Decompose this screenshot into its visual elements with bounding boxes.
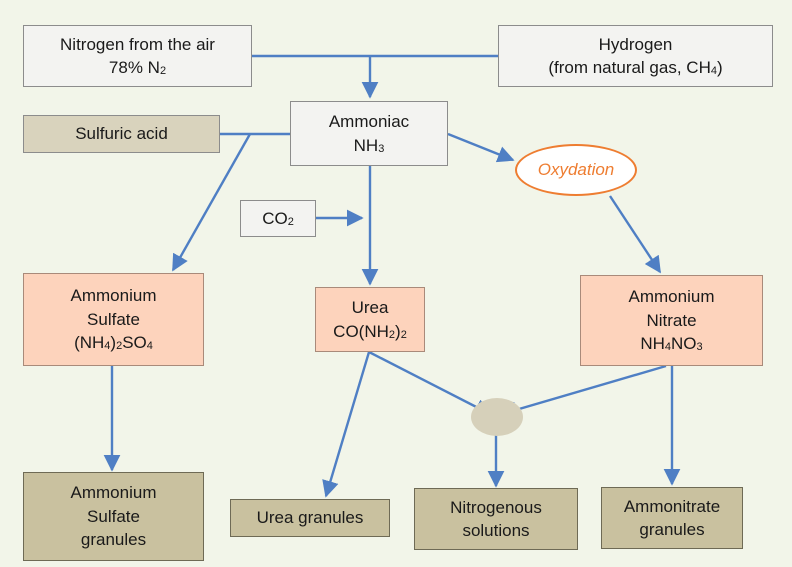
- ammonium-nitrate-line2: Nitrate: [646, 310, 697, 330]
- ammonium-sulfate-formula: (NH4)2SO4: [74, 333, 153, 353]
- ammonitrate-granules-line2: granules: [639, 520, 705, 539]
- nitrogenous-solutions-line1: Nitrogenous: [450, 497, 542, 517]
- ammoniac-label: Ammoniac: [328, 112, 410, 132]
- ammonium-nitrate-formula: NH4NO3: [640, 334, 703, 354]
- node-hydrogen: Hydrogen (from natural gas, CH4): [498, 25, 773, 87]
- ammonitrate-granules-line1: Ammonitrate: [623, 496, 721, 516]
- node-sulfuric-acid: Sulfuric acid: [23, 115, 220, 153]
- merge-point: [471, 398, 523, 436]
- ammonium-sulfate-line1: Ammonium: [70, 286, 157, 306]
- ammonium-sulfate-line2: Sulfate: [87, 309, 140, 329]
- hydrogen-source: (from natural gas, CH4): [548, 58, 723, 77]
- nitrogen-formula: 78% N2: [108, 58, 167, 77]
- node-ammonium-sulfate: Ammonium Sulfate (NH4)2SO4: [23, 273, 204, 366]
- node-urea-granules: Urea granules: [230, 499, 390, 537]
- node-ammoniac: Ammoniac NH3: [290, 101, 448, 166]
- node-nitrogen: Nitrogen from the air 78% N2: [23, 25, 252, 87]
- node-co2: CO2: [240, 200, 316, 237]
- nitrogenous-solutions-line2: solutions: [462, 521, 530, 540]
- node-urea: Urea CO(NH2)2: [315, 287, 425, 352]
- sulfate-granules-line1: Ammonium: [70, 483, 157, 503]
- co2-formula: CO2: [262, 208, 294, 228]
- urea-label: Urea: [351, 298, 389, 318]
- arrow-nitrate-to-merge: [500, 364, 667, 418]
- urea-granules-label: Urea granules: [256, 508, 364, 528]
- ammoniac-formula: NH3: [353, 135, 385, 155]
- node-oxydation: Oxydation: [515, 144, 637, 196]
- arrow-to-ammonium-sulfate: [171, 133, 252, 272]
- arrow-urea-to-merge: [368, 350, 492, 416]
- sulfate-granules-line3: granules: [80, 530, 147, 550]
- arrow-to-urea-granules: [322, 351, 371, 498]
- node-nitrogenous-solutions: Nitrogenous solutions: [414, 488, 578, 550]
- node-ammonitrate-granules: Ammonitrate granules: [601, 487, 743, 549]
- sulfate-granules-line2: Sulfate: [87, 506, 140, 526]
- oxydation-label: Oxydation: [537, 160, 615, 179]
- arrow-to-oxydation: [447, 132, 515, 163]
- urea-formula: CO(NH2)2: [333, 321, 407, 341]
- hydrogen-label: Hydrogen: [598, 34, 673, 54]
- arrow-to-ammonium-nitrate: [608, 195, 662, 274]
- ammonium-nitrate-line1: Ammonium: [628, 287, 715, 307]
- node-ammonium-sulfate-granules: Ammonium Sulfate granules: [23, 472, 204, 561]
- node-ammonium-nitrate: Ammonium Nitrate NH4NO3: [580, 275, 763, 366]
- nitrogen-label: Nitrogen from the air: [60, 34, 215, 54]
- sulfuric-acid-label: Sulfuric acid: [75, 124, 168, 144]
